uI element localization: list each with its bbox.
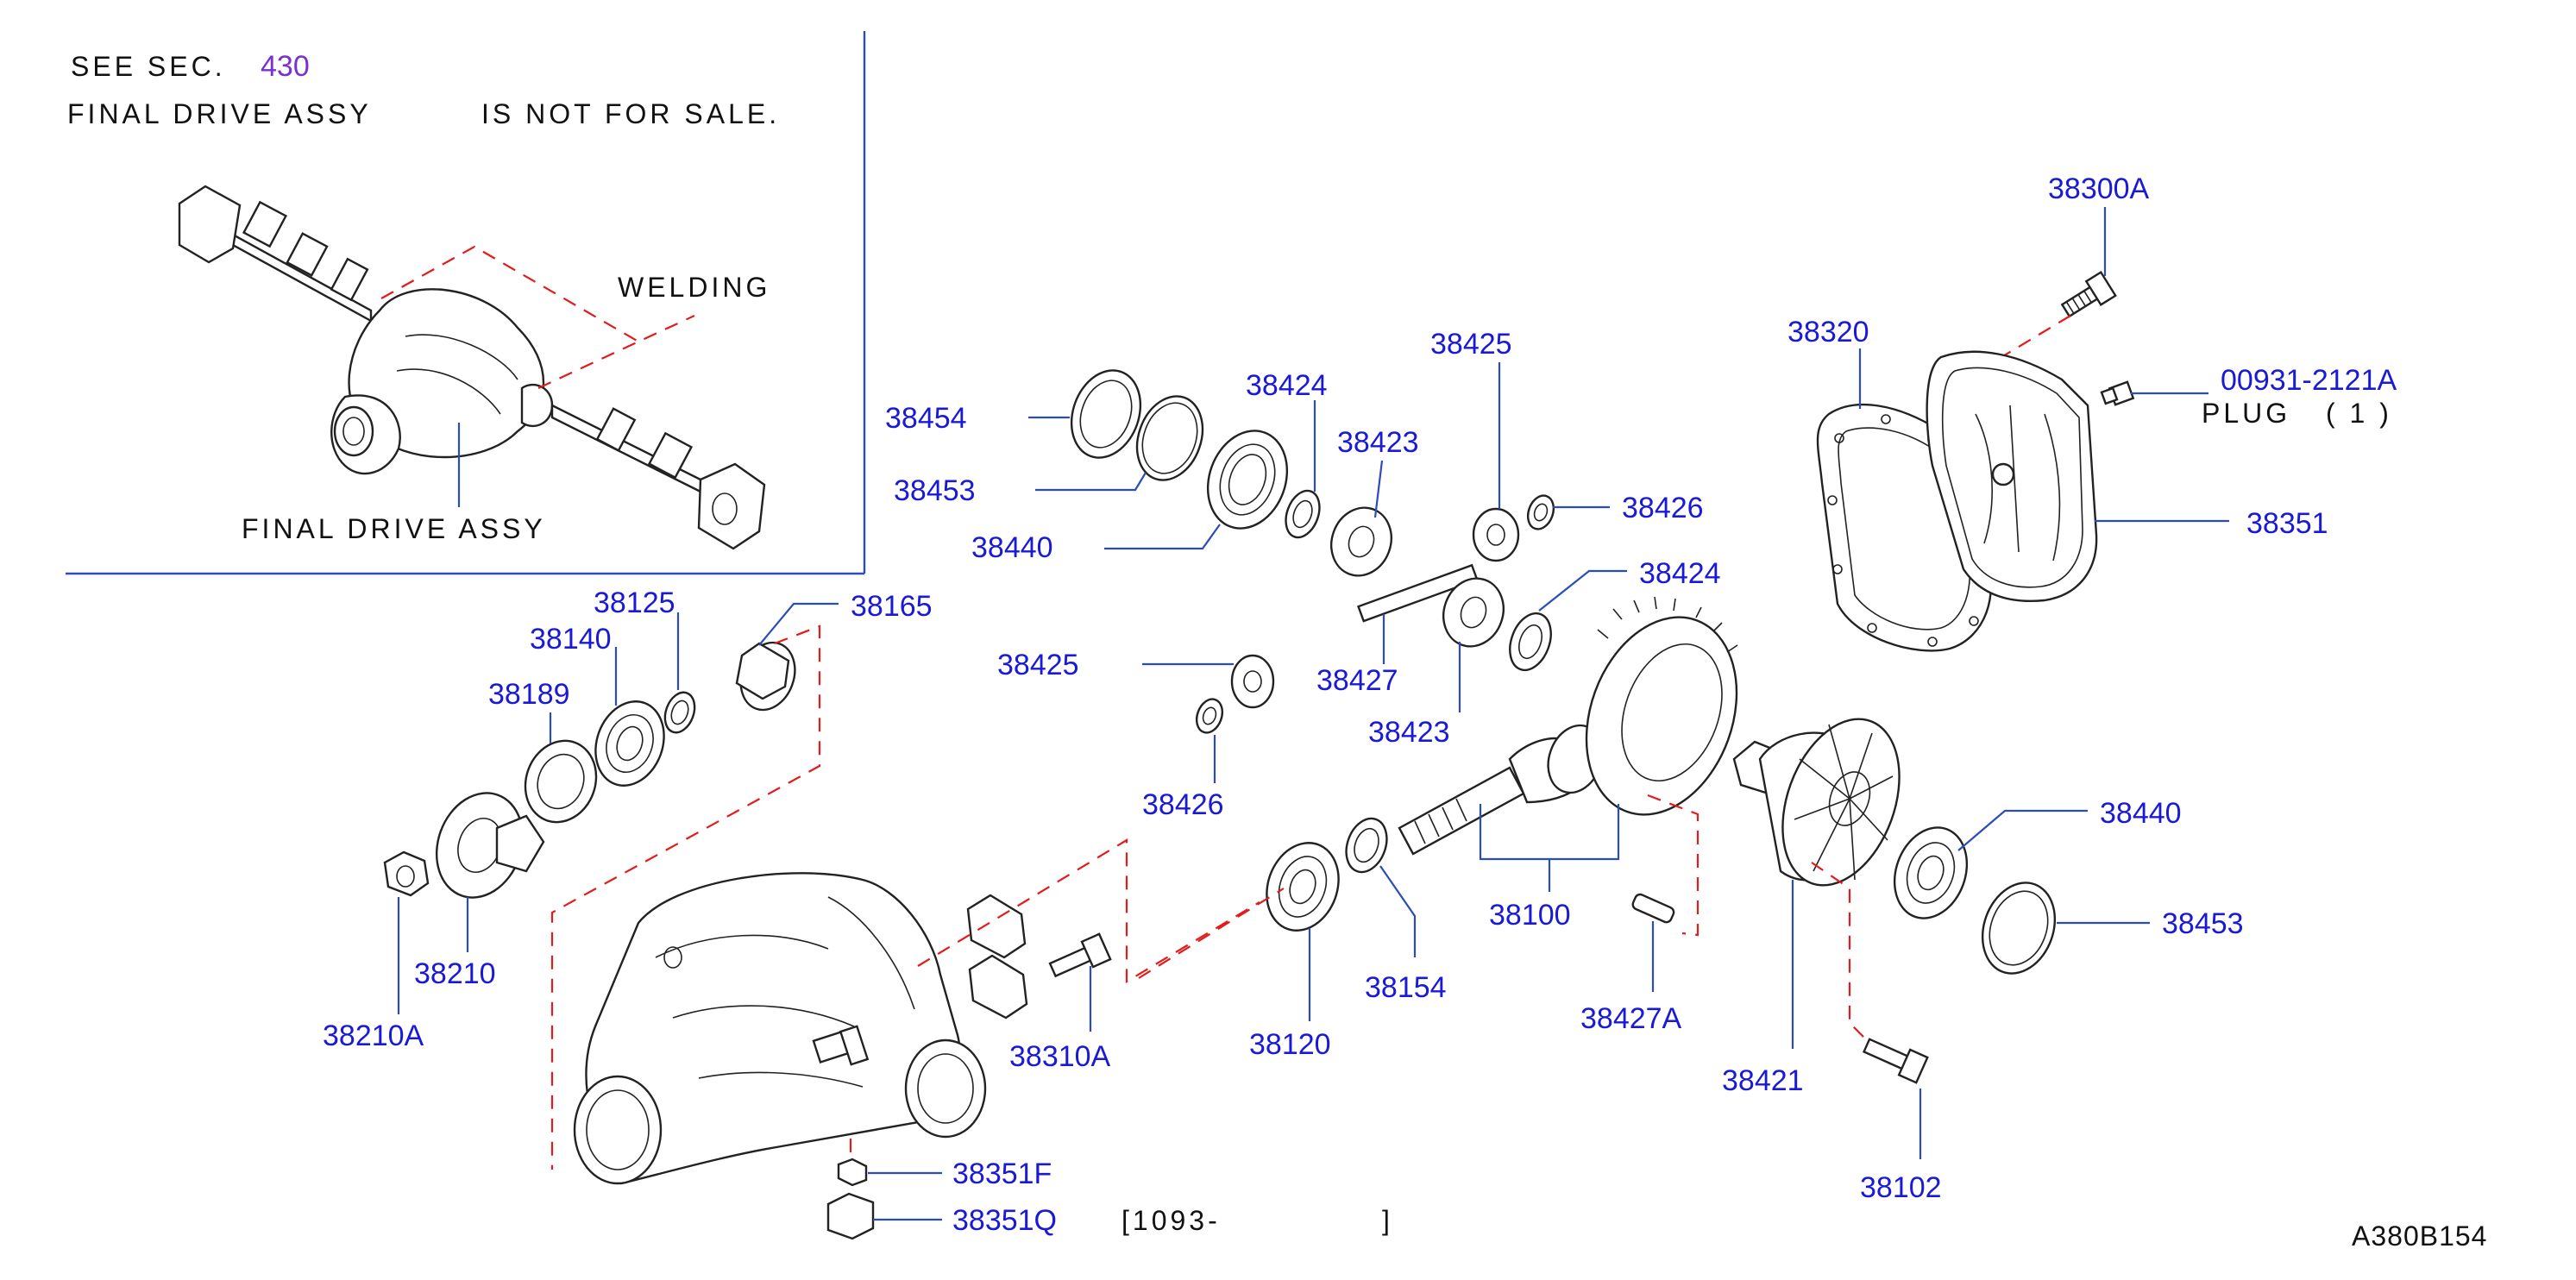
label-38310a[interactable]: 38310A	[1009, 1040, 1111, 1073]
rear-cover-group: 38300A 38320 38351	[1787, 173, 2397, 652]
plug-label: PLUG	[2202, 398, 2290, 429]
not-for-sale-part: FINAL DRIVE ASSY	[67, 98, 372, 129]
final-drive-assy-label: FINAL DRIVE ASSY	[242, 513, 546, 544]
washer-38125	[663, 691, 696, 734]
plug-qty: ( 1 )	[2326, 398, 2392, 429]
label-38210a[interactable]: 38210A	[323, 1020, 424, 1052]
differential-internal-group: 38454 38453 38440 38424 38423 38427 38	[885, 328, 1721, 821]
not-for-sale-text: IS NOT FOR SALE.	[481, 98, 780, 129]
label-38351q[interactable]: 38351Q	[952, 1204, 1057, 1237]
inset-panel: SEE SEC. 430 FINAL DRIVE ASSY IS NOT FOR…	[66, 31, 866, 575]
spacer-38453-a	[1135, 395, 1204, 481]
spacer-38453-b	[1981, 882, 2057, 975]
range-note: [1093-	[1122, 1205, 1221, 1236]
plug-00931	[2100, 380, 2135, 406]
label-38125[interactable]: 38125	[594, 587, 675, 619]
pinion-mate-38425-a	[1472, 507, 1520, 562]
label-38424-a[interactable]: 38424	[1246, 369, 1328, 402]
bolt-38310a	[1048, 932, 1112, 978]
label-38426-b[interactable]: 38426	[1142, 788, 1224, 821]
drain-plug-group: 38351F 38351Q [1093- ]	[826, 1139, 1393, 1240]
bearing-38440-b	[1893, 826, 1969, 919]
see-sec-text: SEE SEC.	[71, 51, 226, 82]
label-38421[interactable]: 38421	[1722, 1064, 1804, 1097]
label-38102[interactable]: 38102	[1860, 1171, 1942, 1204]
companion-flange-group: 38165 38125 38140 38189 38210 38210A	[323, 587, 933, 1170]
bearing-cap-group: 38310A	[917, 838, 1260, 1073]
washer-38154	[1345, 817, 1388, 874]
label-38165[interactable]: 38165	[851, 590, 933, 623]
plug-38351f	[837, 1158, 868, 1187]
sec-430-link[interactable]: 430	[261, 50, 310, 83]
plug-38351q	[826, 1192, 875, 1240]
label-38426-a[interactable]: 38426	[1622, 492, 1704, 524]
label-38140[interactable]: 38140	[530, 623, 612, 656]
label-38453-a[interactable]: 38453	[894, 474, 976, 507]
gear-carrier-housing	[573, 872, 987, 1185]
cover-38351	[1926, 350, 2098, 602]
label-38427[interactable]: 38427	[1316, 664, 1398, 697]
label-38425-b[interactable]: 38425	[997, 649, 1079, 681]
label-38424-b[interactable]: 38424	[1639, 557, 1721, 590]
label-38454[interactable]: 38454	[885, 402, 967, 435]
label-38453-b[interactable]: 38453	[2162, 907, 2244, 940]
washer-38426-b	[1195, 698, 1224, 734]
label-38423-b[interactable]: 38423	[1368, 716, 1450, 749]
label-38425-a[interactable]: 38425	[1430, 328, 1512, 361]
pinion-mate-38425-b	[1230, 654, 1275, 709]
flange-dash	[550, 624, 821, 1170]
label-38440-b[interactable]: 38440	[2100, 797, 2182, 830]
label-38120[interactable]: 38120	[1249, 1028, 1331, 1061]
bearing-38440-a	[1206, 430, 1289, 530]
nut-38210a	[383, 850, 430, 897]
label-38320[interactable]: 38320	[1787, 316, 1869, 348]
side-gear-38423-a	[1330, 506, 1392, 577]
diagram-code: A380B154	[2352, 1220, 2487, 1252]
diff-case-38421	[1732, 718, 1901, 887]
welding-dash-a	[380, 245, 639, 342]
lock-pin-38427a	[1631, 893, 1675, 924]
bearing-38120	[1266, 842, 1340, 932]
ring-gear	[1585, 596, 1738, 816]
washer-38426-a	[1526, 494, 1555, 530]
label-38427a[interactable]: 38427A	[1580, 1002, 1682, 1035]
label-38100[interactable]: 38100	[1489, 899, 1571, 932]
label-38423-a[interactable]: 38423	[1337, 426, 1419, 459]
welding-label: WELDING	[618, 272, 770, 303]
bolt-38300a	[2060, 270, 2117, 318]
label-00931-2121a[interactable]: 00931-2121A	[2221, 364, 2397, 397]
label-38300a[interactable]: 38300A	[2048, 173, 2150, 205]
diff-case-group: 38427A 38421 38440 38453 38102	[1580, 718, 2244, 1204]
welding-dash-b	[537, 315, 695, 389]
label-38210[interactable]: 38210	[414, 957, 496, 990]
cap-dash	[917, 838, 1260, 983]
housing-left-opening	[573, 1075, 663, 1185]
side-gear-38423-b	[1442, 577, 1505, 648]
washer-38424-b	[1509, 612, 1552, 672]
axle-housing-drawing	[178, 185, 766, 550]
range-note-close: ]	[1382, 1205, 1393, 1236]
drive-gear-group: 38120 38154 38100	[1138, 596, 1738, 1061]
label-38154[interactable]: 38154	[1365, 971, 1447, 1004]
label-38440-a[interactable]: 38440	[971, 531, 1053, 564]
washer-38424-a	[1285, 489, 1321, 539]
seal-38454	[1070, 369, 1142, 459]
label-38189[interactable]: 38189	[488, 678, 570, 711]
bearing-38140	[594, 700, 665, 787]
pinion-shaft-38427	[1357, 563, 1479, 623]
label-38351[interactable]: 38351	[2246, 507, 2328, 540]
label-38351f[interactable]: 38351F	[952, 1158, 1052, 1190]
bolt-38102	[1862, 1038, 1929, 1084]
